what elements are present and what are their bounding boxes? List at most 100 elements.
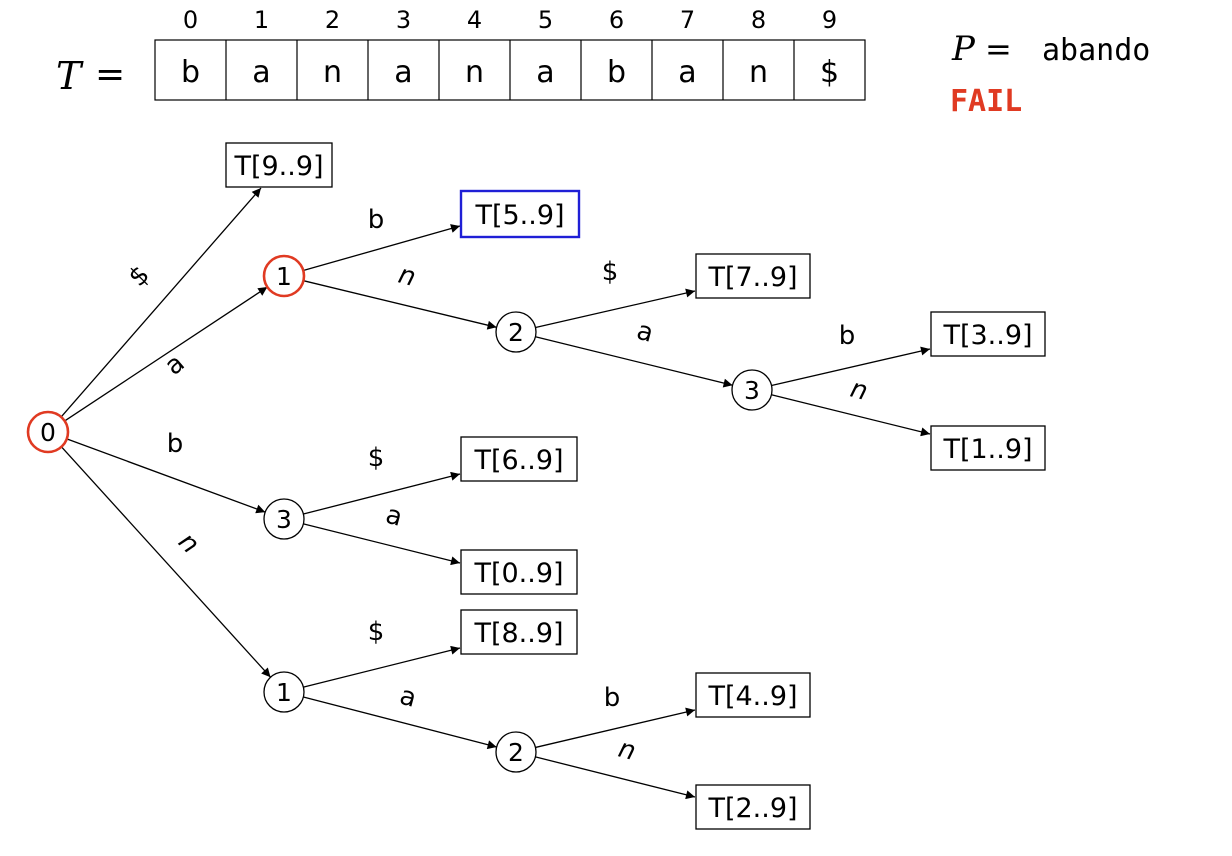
- text-array-cell: a: [678, 55, 696, 90]
- leaf-box: [460, 436, 578, 482]
- tree-edges: [60, 187, 931, 800]
- leaf-label: T[4..9]: [707, 681, 797, 712]
- tree-node-circle: [262, 254, 306, 298]
- text-array-cell: b: [181, 55, 200, 90]
- edge-label: a: [382, 500, 405, 533]
- edge-label: $: [368, 617, 385, 647]
- tree-node-label: 3: [276, 505, 292, 534]
- text-array-cell: a: [252, 55, 270, 90]
- leaf-label: T[3..9]: [942, 320, 1032, 351]
- tree-node-label: 1: [276, 678, 292, 707]
- leaf-box: [460, 609, 578, 655]
- pattern-value: abando: [1042, 33, 1150, 68]
- tree-leaves: T[9..9] T[5..9] T[7..9] T[3..9] T[1..9] T[6..…: [225, 142, 1046, 830]
- text-array-cell: n: [749, 55, 768, 90]
- text-array-cell: n: [465, 55, 484, 90]
- leaf-label: T[2..9]: [707, 793, 797, 824]
- text-array-cell: a: [394, 55, 412, 90]
- text-array-cell: n: [323, 55, 342, 90]
- edge-n2-L79: [535, 288, 696, 329]
- edge-n0-n5: [60, 446, 272, 678]
- leaf-box: [695, 672, 811, 718]
- edge-label: $: [123, 260, 156, 293]
- tree-node-label: 0: [40, 418, 56, 447]
- edge-n2-n3: [535, 336, 733, 388]
- leaf-label: T[6..9]: [473, 445, 563, 476]
- edge-n5-L89: [303, 645, 461, 688]
- edge-n3-L39: [771, 346, 931, 387]
- leaf-label: T[9..9]: [233, 151, 323, 182]
- edge-n5-n6: [303, 696, 497, 750]
- leaf-label: T[1..9]: [942, 434, 1032, 465]
- edge-n4-L69: [303, 471, 461, 515]
- text-array-index: 6: [609, 6, 624, 34]
- pattern-block: P = abando FAIL: [950, 29, 1150, 119]
- edge-label: n: [172, 527, 205, 560]
- edge-label: $: [368, 443, 385, 473]
- edge-n0-L99: [60, 187, 262, 418]
- edge-label: b: [368, 205, 385, 235]
- text-array-cells: b a n a n a b a n $: [154, 39, 866, 101]
- text-array-index: 4: [467, 6, 482, 34]
- text-array-index: 8: [751, 6, 766, 34]
- tree-node-circle: [495, 311, 537, 353]
- text-array-cell: a: [536, 55, 554, 90]
- leaf-box: [459, 189, 581, 239]
- tree-node-circle: [263, 671, 305, 713]
- edge-label: a: [633, 316, 656, 349]
- edge-n1-L59: [303, 224, 461, 272]
- edge-n6-L29: [535, 756, 696, 800]
- edge-n0-n1: [64, 286, 268, 422]
- leaf-label: T[8..9]: [473, 618, 563, 649]
- text-array-index: 1: [254, 6, 269, 34]
- text-variable-label: T: [56, 54, 84, 98]
- fail-status: FAIL: [950, 84, 1022, 119]
- edge-label: n: [395, 260, 419, 293]
- leaf-box: [930, 311, 1046, 357]
- text-array: T = b a n a n a b a n $ 0 1 2 3 4 5 6 7 8 9: [56, 6, 866, 101]
- tree-node-label: 3: [744, 376, 760, 405]
- edge-n3-L19: [771, 394, 931, 437]
- text-array-index: 3: [396, 6, 411, 34]
- tree-node-circle: [731, 369, 773, 411]
- text-array-index: 9: [822, 6, 837, 34]
- leaf-box: [460, 549, 578, 595]
- tree-node-label: 2: [508, 318, 524, 347]
- text-array-indices: 0 1 2 3 4 5 6 7 8 9: [183, 6, 837, 34]
- text-array-index: 2: [325, 6, 340, 34]
- leaf-box: [930, 425, 1046, 471]
- text-array-index: 0: [183, 6, 198, 34]
- leaf-box: [225, 142, 333, 188]
- leaf-label: T[7..9]: [707, 262, 797, 293]
- edge-n6-L49: [535, 707, 696, 749]
- pattern-equals-sign: =: [985, 30, 1012, 68]
- tree-node-circle: [263, 498, 305, 540]
- tree-node-label: 2: [508, 738, 524, 767]
- edge-n0-n4: [66, 438, 266, 514]
- text-array-cell: b: [607, 55, 626, 90]
- leaf-label: T[5..9]: [474, 200, 564, 231]
- tree-node-circle: [26, 410, 70, 454]
- tree-nodes: 0 1 2 3 3 1 2: [26, 254, 773, 773]
- leaf-label: T[0..9]: [473, 558, 563, 589]
- edge-label: n: [847, 374, 871, 407]
- text-array-index: 5: [538, 6, 553, 34]
- edge-label: n: [615, 734, 639, 767]
- text-array-index: 7: [680, 6, 695, 34]
- tree-node-label: 1: [276, 262, 292, 291]
- edge-label: b: [604, 683, 621, 713]
- edge-n1-n2: [303, 280, 497, 330]
- pattern-variable-label: P: [951, 29, 976, 69]
- text-array-cell: $: [820, 55, 839, 90]
- tree-node-circle: [495, 731, 537, 773]
- edge-n4-L09: [303, 523, 461, 566]
- leaf-box: [695, 253, 811, 299]
- leaf-box: [695, 784, 811, 830]
- text-equals-sign: =: [95, 54, 125, 95]
- edge-label: b: [839, 321, 856, 351]
- edge-label: a: [396, 681, 419, 714]
- edge-label: $: [602, 257, 619, 287]
- edge-label: b: [167, 429, 184, 459]
- edge-label: a: [159, 348, 190, 381]
